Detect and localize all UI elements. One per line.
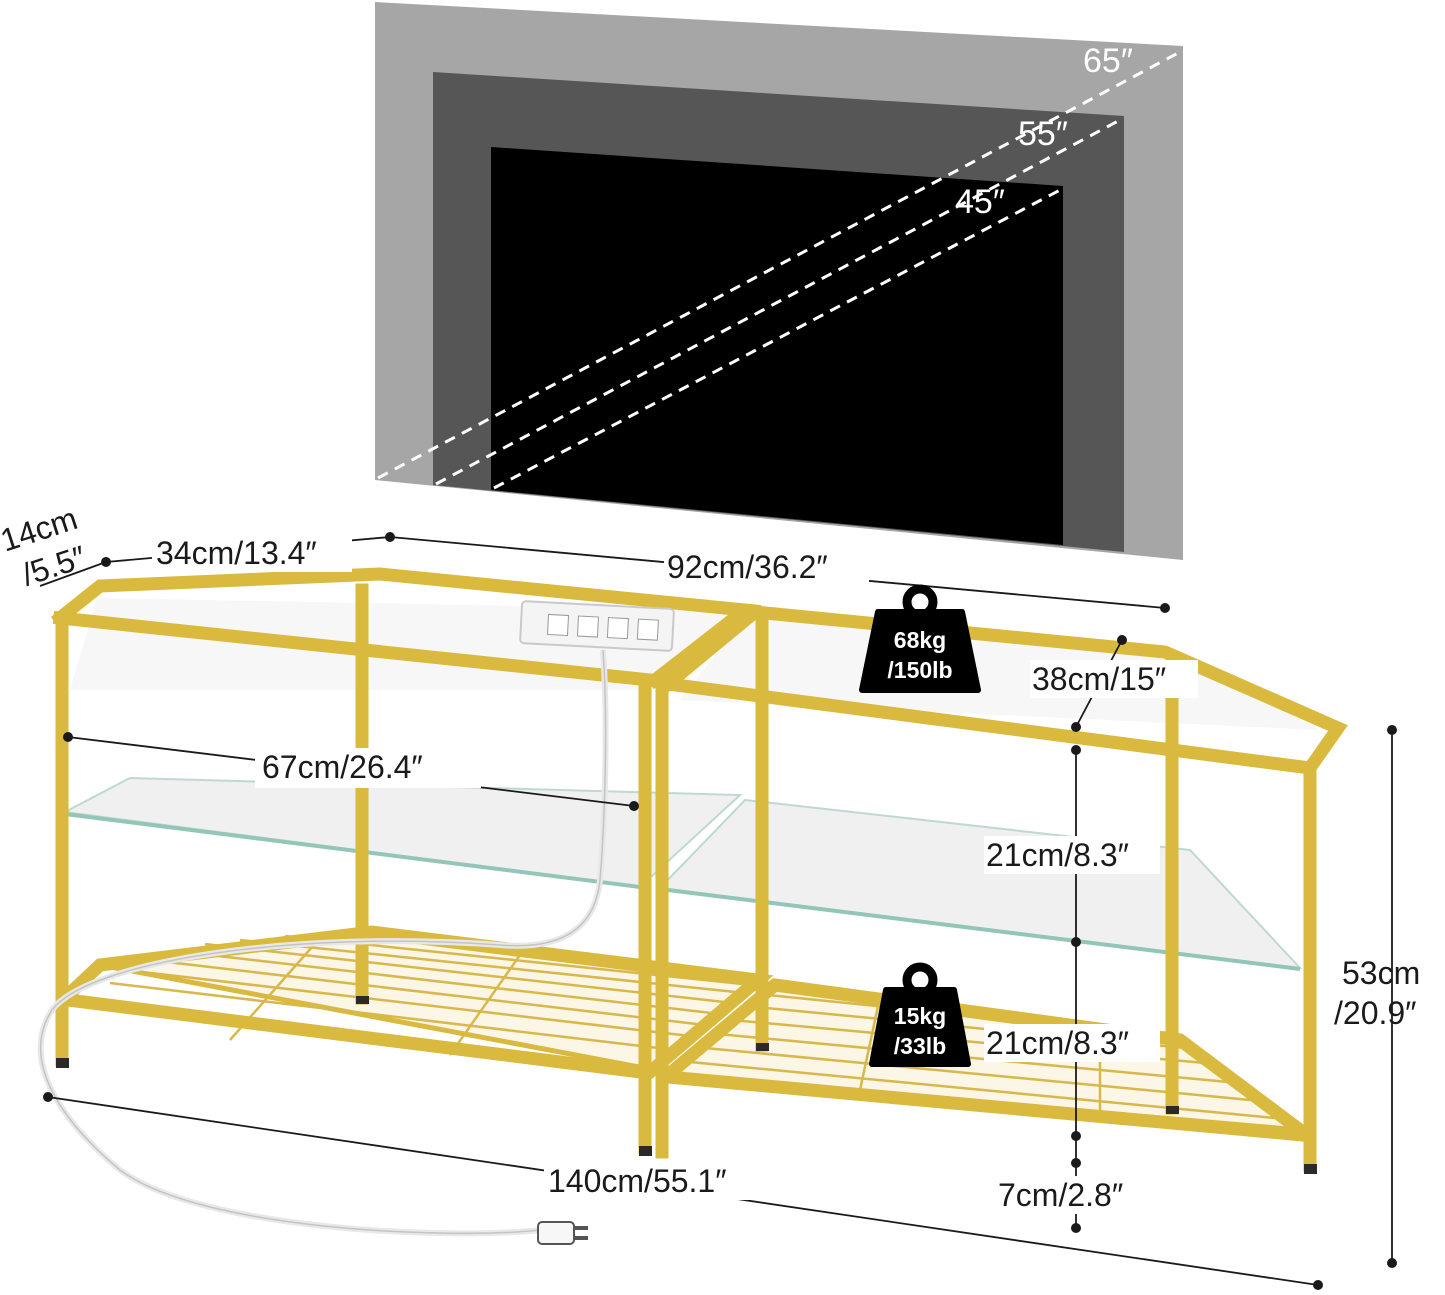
top-load-kg: 68kg xyxy=(894,627,946,653)
tv-55-label: 55″ xyxy=(1018,115,1068,153)
glass-shelves xyxy=(61,598,1320,971)
plug-icon xyxy=(537,1221,588,1245)
top-load-weight-icon: 68kg /150lb xyxy=(859,584,981,693)
depth-label: 38cm/15″ xyxy=(1032,661,1166,697)
power-cable xyxy=(37,649,609,1237)
bottom-load-kg: 15kg xyxy=(894,1003,946,1029)
tv-65-label: 65″ xyxy=(1083,42,1133,80)
height-label-cm: 53cm xyxy=(1342,955,1420,991)
top-load-lb: /150lb xyxy=(887,657,952,683)
bottom-load-lb: /33lb xyxy=(894,1033,946,1059)
side-width-label: 34cm/13.4″ xyxy=(156,535,317,571)
inner-width-label: 67cm/26.4″ xyxy=(262,749,423,785)
top-width-label: 92cm/36.2″ xyxy=(667,549,828,585)
bottom-load-weight-icon: 15kg /33lb xyxy=(869,962,971,1067)
gold-frame xyxy=(50,567,1348,1173)
power-strip xyxy=(37,600,675,1245)
clearance-label: 7cm/2.8″ xyxy=(998,1177,1123,1213)
total-width-label: 140cm/55.1″ xyxy=(548,1163,727,1199)
tv-45-label: 45″ xyxy=(955,183,1005,221)
tv-45-screen xyxy=(491,147,1063,545)
shelf-gap-1-label: 21cm/8.3″ xyxy=(986,837,1129,873)
shelf-gap-2-label: 21cm/8.3″ xyxy=(986,1025,1129,1061)
tv-size-graphic: 65″ 55″ 45″ xyxy=(375,2,1183,560)
height-label-in: /20.9″ xyxy=(1334,995,1417,1031)
